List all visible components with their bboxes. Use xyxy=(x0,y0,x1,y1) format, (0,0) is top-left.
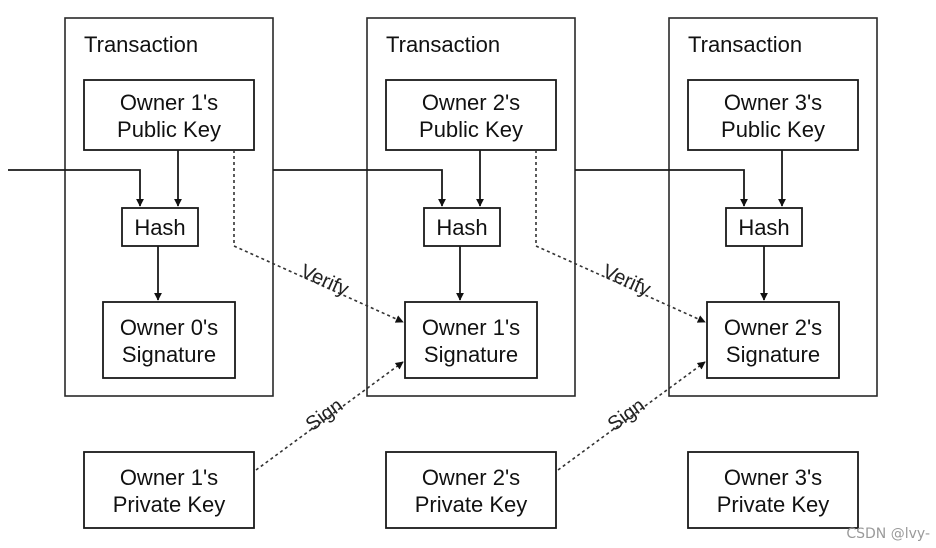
owner-2-public-key-line-1: Owner 2's xyxy=(422,90,520,115)
hash-box-2 xyxy=(423,207,501,247)
owner-2-private-key-box xyxy=(385,451,557,529)
transaction-1-title: Transaction xyxy=(84,32,198,57)
owner-2-public-key-box xyxy=(385,79,557,151)
owner-1-public-key-line-2: Public Key xyxy=(117,117,221,142)
hash-label-1: Hash xyxy=(134,215,185,240)
owner-1-private-key-line-2: Private Key xyxy=(113,492,226,517)
owner-2-signature-line-2: Signature xyxy=(726,342,820,367)
owner-3-private-key-line-1: Owner 3's xyxy=(724,465,822,490)
chain-arrow-into-hash-3 xyxy=(575,169,748,207)
hash-label-2: Hash xyxy=(436,215,487,240)
sign-label-2: Sign xyxy=(604,394,649,435)
owner-1-private-key-box xyxy=(83,451,255,529)
sign-label-1: Sign xyxy=(302,394,347,435)
chain-arrow-into-hash-2 xyxy=(273,169,446,207)
hash-box-3 xyxy=(725,207,803,247)
chain-arrow-into-hash-1 xyxy=(8,169,144,207)
owner-0-signature-line-2: Signature xyxy=(122,342,216,367)
owner-2-signature-line-1: Owner 2's xyxy=(724,315,822,340)
owner-1-signature-line-1: Owner 1's xyxy=(422,315,520,340)
hash-box-1 xyxy=(121,207,199,247)
sign-arrow-1 xyxy=(255,361,404,471)
hash-label-3: Hash xyxy=(738,215,789,240)
transaction-3-title: Transaction xyxy=(688,32,802,57)
owner-3-public-key-line-1: Owner 3's xyxy=(724,90,822,115)
owner-1-public-key-box xyxy=(83,79,255,151)
owner-1-signature-box xyxy=(404,301,538,379)
owner-0-signature-box xyxy=(102,301,236,379)
verify-arrow-2 xyxy=(535,150,706,323)
transaction-1: Transaction Owner 1's Public Key Hash Ow… xyxy=(64,17,274,397)
owner-2-private-key-line-2: Private Key xyxy=(415,492,528,517)
owner-3-public-key-box xyxy=(687,79,859,151)
owner-1-public-key-line-1: Owner 1's xyxy=(120,90,218,115)
owner-3-private-key-box xyxy=(687,451,859,529)
sign-arrow-2 xyxy=(557,361,706,471)
private-keys: Owner 1's Private Key Owner 2's Private … xyxy=(83,451,859,529)
watermark: CSDN @lvy- xyxy=(846,526,930,542)
transaction-3: Transaction Owner 3's Public Key Hash Ow… xyxy=(668,17,878,397)
owner-3-private-key-line-2: Private Key xyxy=(717,492,830,517)
verify-label-2: Verify xyxy=(599,260,654,300)
owner-2-private-key-line-1: Owner 2's xyxy=(422,465,520,490)
verify-arrow-1 xyxy=(233,150,404,323)
verify-label-1: Verify xyxy=(297,260,352,300)
transaction-2-title: Transaction xyxy=(386,32,500,57)
owner-0-signature-line-1: Owner 0's xyxy=(120,315,218,340)
owner-1-signature-line-2: Signature xyxy=(424,342,518,367)
owner-2-public-key-line-2: Public Key xyxy=(419,117,523,142)
owner-3-public-key-line-2: Public Key xyxy=(721,117,825,142)
owner-1-private-key-line-1: Owner 1's xyxy=(120,465,218,490)
transaction-2: Transaction Owner 2's Public Key Hash Ow… xyxy=(366,17,576,397)
owner-2-signature-box xyxy=(706,301,840,379)
